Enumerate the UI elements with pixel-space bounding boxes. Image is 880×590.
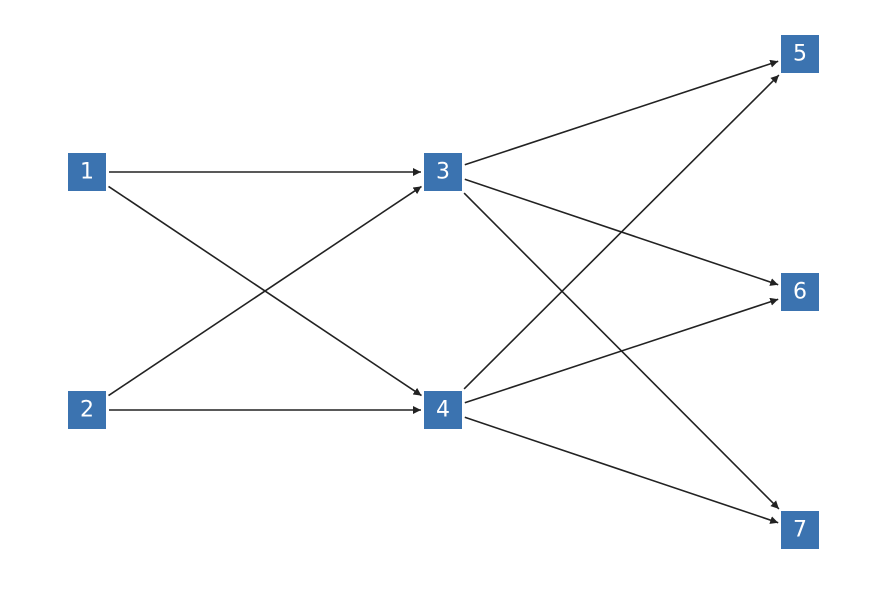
edge-4-to-6 [464, 297, 779, 404]
node-label-6: 6 [793, 280, 807, 305]
node-box-7 [781, 511, 819, 549]
node-label-4: 4 [436, 398, 450, 423]
node-box-3 [424, 153, 462, 191]
node-label-7: 7 [793, 518, 807, 543]
node-label-2: 2 [80, 398, 94, 423]
node-5: 5 [781, 35, 819, 73]
node-label-1: 1 [80, 160, 94, 185]
edge-3-to-5 [464, 59, 779, 166]
node-3: 3 [424, 153, 462, 191]
node-box-1 [68, 153, 106, 191]
node-4: 4 [424, 391, 462, 429]
nodes-layer: 1 2 3 4 5 6 7 [68, 35, 819, 549]
node-1: 1 [68, 153, 106, 191]
node-7: 7 [781, 511, 819, 549]
edge-4-to-7 [464, 416, 779, 524]
node-6: 6 [781, 273, 819, 311]
node-label-5: 5 [793, 42, 807, 67]
edge-4-to-5 [463, 74, 780, 390]
node-box-2 [68, 391, 106, 429]
node-label-3: 3 [436, 160, 450, 185]
edges-layer [108, 59, 780, 524]
node-2: 2 [68, 391, 106, 429]
node-box-4 [424, 391, 462, 429]
node-box-6 [781, 273, 819, 311]
node-box-5 [781, 35, 819, 73]
edge-2-to-3 [108, 185, 422, 397]
